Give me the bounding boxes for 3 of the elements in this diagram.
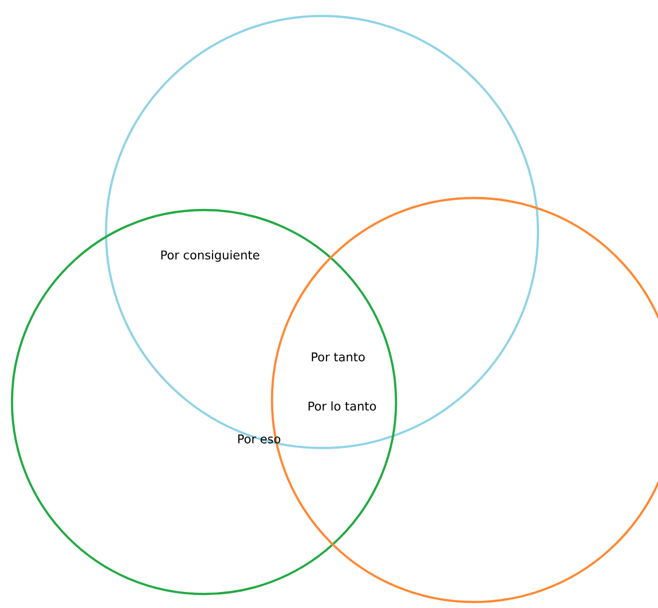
region-label: Por consiguiente [161, 250, 260, 262]
region-label: Por lo tanto [308, 401, 376, 411]
region-label: Por tanto [312, 352, 365, 362]
